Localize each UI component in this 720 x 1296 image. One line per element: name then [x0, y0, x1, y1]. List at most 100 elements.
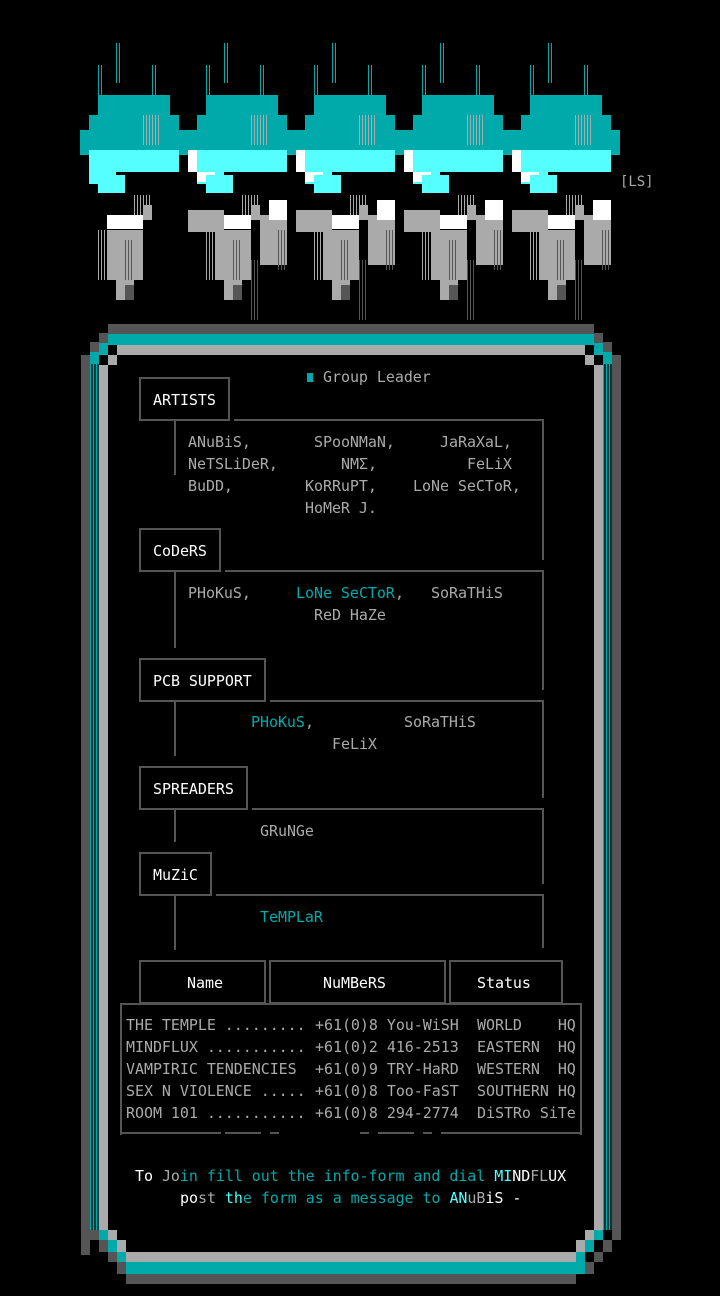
member-name: GRuNGe [260, 822, 314, 840]
footer-line-1: To Join fill out the info-form and dial … [135, 1165, 566, 1187]
logo-block [314, 230, 323, 280]
logo-block [188, 210, 224, 232]
section-stem [174, 896, 176, 950]
logo-block [143, 115, 161, 145]
logo-block [98, 65, 104, 105]
member-name: SoRaTHiS [431, 584, 503, 602]
logo-block [404, 150, 413, 172]
member-name: FeLiX [467, 455, 512, 473]
logo-block [530, 65, 536, 105]
logo-block [467, 115, 485, 145]
footer-text-segment: AN [449, 1189, 468, 1207]
logo-block [359, 260, 368, 320]
logo-block [143, 205, 152, 220]
member-name: KoRRuPT, [305, 477, 377, 495]
footer-text-segment: uB [467, 1189, 486, 1207]
logo-block [368, 65, 374, 95]
cell-status: SOUTHERN HQ [477, 1082, 576, 1100]
logo-block [98, 175, 125, 193]
logo-block [575, 205, 584, 220]
member-name: HoMeR J. [305, 499, 377, 517]
logo-block [575, 115, 593, 145]
section-title: SPREADERS [153, 780, 234, 798]
logo-block [512, 210, 548, 232]
section-divider [216, 894, 544, 896]
logo-block [341, 285, 350, 300]
logo-block [512, 150, 521, 172]
table-header-numbers: NuMBeRS [269, 960, 446, 1004]
logo-block [467, 260, 476, 320]
logo-block [269, 200, 287, 220]
cell-status: EASTERN HQ [477, 1038, 576, 1056]
logo-block [602, 230, 611, 270]
logo-block [206, 65, 212, 105]
section-divider [252, 808, 544, 810]
logo-block [575, 260, 584, 320]
logo-block [386, 230, 395, 270]
logo-block [422, 65, 428, 105]
logo-block [233, 240, 242, 280]
logo-block [422, 230, 431, 280]
logo-tag: [LS] [620, 174, 654, 190]
footer-line-2: post the form as a message to ANuBiS - [180, 1187, 521, 1209]
legend-label: Group Leader [323, 368, 431, 386]
logo-block [323, 215, 359, 229]
logo-block [314, 175, 341, 193]
logo-block [449, 285, 458, 300]
cell-number: +61(0)8 You-WiSH [315, 1016, 459, 1034]
logo-block [431, 215, 467, 229]
member-name-leader: LoNe SeCToR [296, 584, 395, 602]
footer-text-segment: UX [548, 1167, 567, 1185]
section-right-edge [542, 419, 544, 560]
footer-text-segment: Jo [161, 1167, 180, 1185]
table-header-status: Status [449, 960, 563, 1004]
logo-block [251, 115, 269, 145]
footer-text-segment: in fill out the info-form and dial [179, 1167, 495, 1185]
member-name: SPooNMaN, [314, 433, 395, 451]
logo-block [206, 230, 215, 280]
section-title-box: PCB SUPPORT [139, 658, 266, 702]
logo-block [251, 205, 260, 220]
section-stem [174, 421, 176, 475]
section-title: PCB SUPPORT [153, 672, 252, 690]
cell-number: +61(0)8 294-2774 [315, 1104, 459, 1122]
logo-block [557, 240, 566, 280]
cell-name: ROOM 101 ........... [126, 1104, 306, 1122]
logo-block [530, 175, 557, 193]
logo-block [521, 150, 611, 172]
member-name-leader: PHoKuS [251, 713, 305, 731]
logo-block [593, 200, 611, 220]
logo-block [548, 43, 554, 83]
member-name: PHoKuS, [188, 584, 251, 602]
member-name: NeTSLiDeR, [188, 455, 278, 473]
section-title-box: ARTISTS [139, 377, 230, 421]
footer-text-segment: iS - [485, 1189, 522, 1207]
section-stem [174, 702, 176, 756]
logo-block [530, 230, 539, 280]
logo-block [440, 43, 446, 83]
footer-text-segment: MI [494, 1167, 513, 1185]
logo-block [314, 65, 320, 105]
section-stem [174, 572, 176, 648]
logo-block [278, 230, 287, 270]
logo-block [449, 240, 458, 280]
section-title: ARTISTS [153, 391, 216, 409]
member-name-leader: TeMPLaR [260, 908, 323, 926]
logo-block [359, 205, 368, 220]
logo-block [332, 43, 338, 83]
cell-name: MINDFLUX ........... [126, 1038, 306, 1056]
logo-block [233, 285, 242, 300]
table-body [120, 1003, 582, 1135]
section-stem [174, 810, 176, 842]
logo-block [377, 200, 395, 220]
footer-text-segment: FL [530, 1167, 549, 1185]
square-icon [307, 373, 313, 382]
logo-block [476, 65, 482, 95]
cell-name: SEX N VIOLENCE ..... [126, 1082, 306, 1100]
logo-block [413, 150, 503, 172]
logo-block [485, 200, 503, 220]
cell-number: +61(0)2 416-2513 [315, 1038, 459, 1056]
logo-block [98, 230, 107, 280]
cell-name: VAMPIRIC TENDENCIES [126, 1060, 306, 1078]
section-divider [234, 419, 544, 421]
